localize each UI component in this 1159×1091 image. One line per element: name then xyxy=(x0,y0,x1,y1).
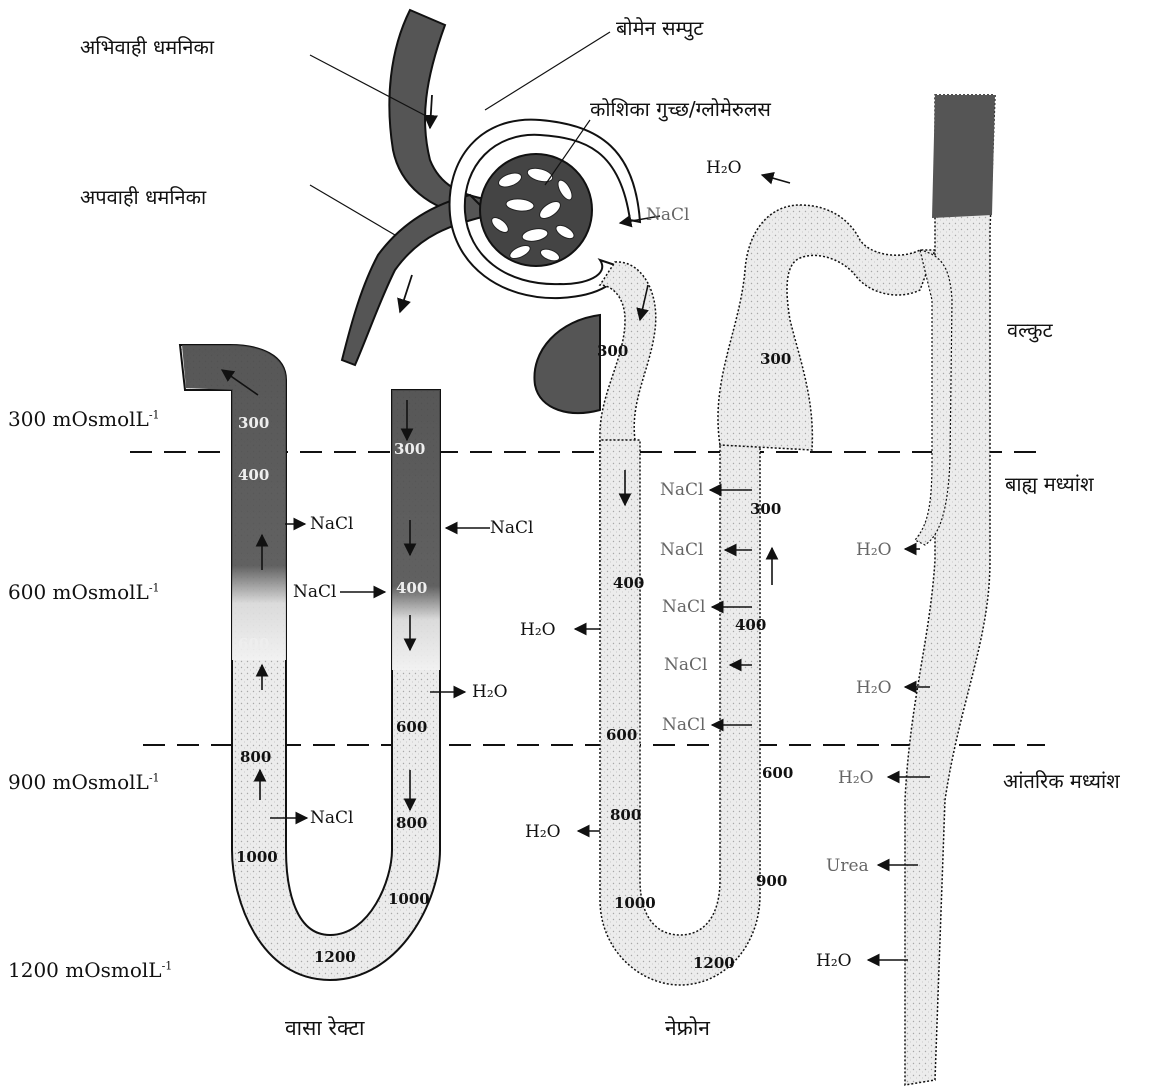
vr-nacl-in-2: NaCl xyxy=(293,582,336,602)
neph-asc-900: 900 xyxy=(756,872,787,890)
vr-asc-600: 600 xyxy=(238,635,269,653)
vr-desc-800: 800 xyxy=(396,814,427,832)
efferent-arteriole xyxy=(342,195,490,365)
neph-cortex-300b: 300 xyxy=(760,350,791,368)
neph-asc-400: 400 xyxy=(735,616,766,634)
osmolarity-900: 900 mOsmolL-1 xyxy=(8,770,160,794)
neph-water-cd-2: H₂O xyxy=(856,678,892,698)
afferent-arteriole-label: अभिवाही धमनिका xyxy=(80,33,214,60)
vr-bottom-1200: 1200 xyxy=(314,948,356,966)
vr-asc-300: 300 xyxy=(238,414,269,432)
osmolarity-1200: 1200 mOsmolL-1 xyxy=(8,958,172,982)
glomerulus-group xyxy=(342,10,640,365)
vr-asc-1000: 1000 xyxy=(236,848,278,866)
nephron-tubule xyxy=(534,95,995,1085)
inner-medulla-label: आंतरिक मध्यांश xyxy=(1003,767,1120,794)
cortex-label: वल्कुट xyxy=(1007,316,1053,343)
osmolarity-300: 300 mOsmolL-1 xyxy=(8,407,160,431)
afferent-arteriole xyxy=(389,10,490,215)
neph-nacl-4: NaCl xyxy=(664,655,707,675)
neph-water-cd-1: H₂O xyxy=(856,540,892,560)
neph-water-cd-3: H₂O xyxy=(838,768,874,788)
neph-nacl-5: NaCl xyxy=(662,715,705,735)
neph-nacl-cortex: NaCl xyxy=(646,205,689,225)
vr-desc-1000: 1000 xyxy=(388,890,430,908)
neph-water-desc-2: H₂O xyxy=(525,822,561,842)
outer-medulla-label: बाह्य मध्यांश xyxy=(1005,470,1094,497)
vr-nacl-out-2: NaCl xyxy=(310,808,353,828)
vr-desc-300: 300 xyxy=(394,440,425,458)
efferent-arteriole-label: अपवाही धमनिका xyxy=(80,183,206,210)
neph-water-cd-bottom: H₂O xyxy=(816,951,852,971)
neph-desc-800: 800 xyxy=(610,806,641,824)
vasa-recta-caption: वासा रेक्टा xyxy=(285,1014,364,1042)
neph-water-cortex: H₂O xyxy=(706,158,742,178)
bowman-capsule-label: बोमेन सम्पुट xyxy=(616,14,703,41)
vr-water-out: H₂O xyxy=(472,682,508,702)
neph-nacl-3: NaCl xyxy=(662,597,705,617)
neph-asc-600: 600 xyxy=(762,764,793,782)
neph-desc-600: 600 xyxy=(606,726,637,744)
vr-desc-400: 400 xyxy=(396,579,427,597)
neph-water-desc-1: H₂O xyxy=(520,620,556,640)
vr-nacl-out-1: NaCl xyxy=(310,514,353,534)
glomerulus-label: कोशिका गुच्छ/ग्लोमेरुलस xyxy=(590,95,771,122)
neph-cortex-300a: 300 xyxy=(597,342,628,360)
neph-urea: Urea xyxy=(826,856,869,876)
vr-nacl-in-1: NaCl xyxy=(490,518,533,538)
vr-asc-800: 800 xyxy=(240,748,271,766)
neph-asc-300: 300 xyxy=(750,500,781,518)
neph-nacl-2: NaCl xyxy=(660,540,703,560)
neph-bottom-1200: 1200 xyxy=(693,954,735,972)
neph-nacl-1: NaCl xyxy=(660,480,703,500)
vr-asc-400: 400 xyxy=(238,466,269,484)
nephron-caption: नेफ्रोन xyxy=(665,1014,710,1042)
vr-desc-600: 600 xyxy=(396,718,427,736)
osmolarity-600: 600 mOsmolL-1 xyxy=(8,580,160,604)
neph-desc-400: 400 xyxy=(613,574,644,592)
neph-desc-1000: 1000 xyxy=(614,894,656,912)
